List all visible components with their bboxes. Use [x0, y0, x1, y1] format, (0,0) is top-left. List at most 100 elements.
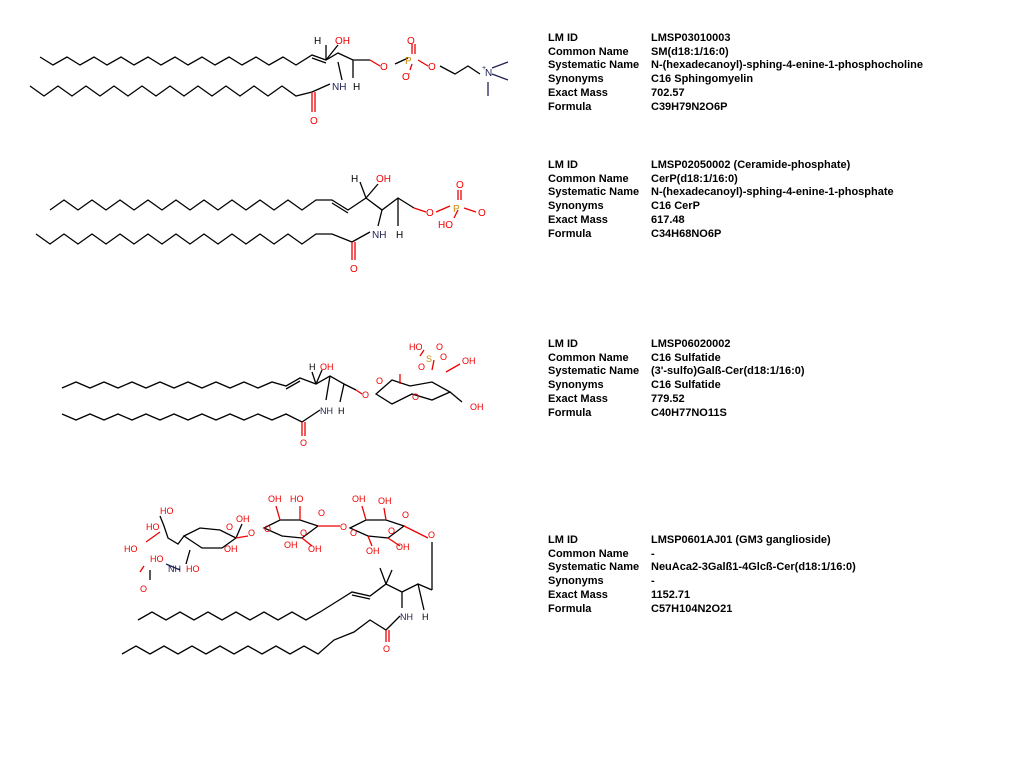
atom-label: O [380, 62, 388, 73]
atom-label: HO [409, 342, 423, 352]
atom-label: O [362, 390, 369, 400]
info-row-formula: Formula C57H104N2O21 [548, 603, 856, 617]
atom-label: - [408, 71, 411, 78]
atom-label: O [300, 438, 307, 448]
info-key: Synonyms [548, 379, 604, 392]
info-row-common-name: Common Name SM(d18:1/16:0) [548, 46, 923, 60]
info-value: - [651, 547, 655, 560]
atom-label: H [338, 406, 345, 416]
atom-label: OH [236, 514, 250, 524]
info-key: Synonyms [548, 575, 604, 588]
atom-label: HO [150, 554, 164, 564]
atom-label: O [428, 530, 435, 540]
atom-label: O [388, 526, 395, 536]
atom-label: H [351, 174, 358, 185]
atom-label: OH [366, 546, 380, 556]
info-value: C16 Sulfatide [651, 379, 721, 392]
atom-label: + [482, 65, 486, 72]
atom-label: O [226, 522, 233, 532]
info-key: Formula [548, 602, 592, 615]
info-key: Common Name [548, 351, 629, 364]
info-value: 779.52 [651, 392, 685, 405]
info-row-systematic-name: Systematic Name(3'-sulfo)Galß-Cer(d18:1/… [548, 365, 805, 379]
info-value: C57H104N2O21 [651, 602, 733, 615]
info-key: Synonyms [548, 73, 604, 86]
atom-label: HO [146, 522, 160, 532]
atom-label: O [440, 352, 447, 362]
atom-label: OH [376, 174, 391, 185]
info-row-synonyms: Synonyms- [548, 575, 856, 589]
info-key: Exact Mass [548, 213, 608, 226]
atom-label: HO [160, 506, 174, 516]
atom-label: H [353, 82, 360, 93]
atom-label: O [428, 62, 436, 73]
info-value: C34H68NO6P [651, 227, 722, 240]
structure-gm3: HO HO HO HO NH O HO OH O OH O OH HO OH O… [121, 494, 435, 655]
atom-label: OH [378, 496, 392, 506]
atom-label: O [350, 264, 358, 275]
info-value: (3'-sulfo)Galß-Cer(d18:1/16:0) [651, 365, 805, 378]
info-value: N-(hexadecanoyl)-sphing-4-enine-1-phosph… [651, 186, 894, 199]
info-key: Formula [548, 406, 592, 419]
atom-label: NH [332, 82, 346, 93]
atom-label: OH [284, 540, 298, 550]
info-row-lm-id: LM ID LMSP06020002 [548, 338, 805, 352]
atom-label: P [405, 56, 412, 67]
atom-label: O [426, 208, 434, 219]
atom-label: OH [462, 356, 476, 366]
info-value: 1152.71 [651, 588, 691, 601]
info-value: 702.57 [651, 86, 685, 99]
info-row-synonyms: Synonyms C16 Sulfatide [548, 379, 805, 393]
atom-label: H [314, 36, 321, 47]
info-key: LM ID [548, 534, 578, 546]
atom-label: HO [124, 544, 138, 554]
atom-label: NH [400, 612, 413, 622]
atom-label: O [436, 342, 443, 352]
atom-label: O [402, 510, 409, 520]
atom-label: N [485, 68, 492, 79]
structure-sm: H OH O P O O O N NH H O + - [29, 36, 509, 127]
info-key: Systematic Name [548, 186, 640, 199]
structure-cerp: H OH O P O O HO NH H O [35, 174, 486, 275]
info-key: Common Name [548, 45, 629, 58]
lipid-entry-4: HO HO HO HO NH O HO OH O OH O OH HO OH O… [0, 480, 1024, 768]
info-value: C16 CerP [651, 200, 700, 213]
atom-label: OH [268, 494, 282, 504]
info-key: LM ID [548, 338, 578, 350]
info-key: Common Name [548, 547, 629, 560]
atom-label: OH [470, 402, 484, 412]
lipid-entry-3: H OH HO O S O O OH O O O OH NH H O LM ID… [0, 320, 1024, 480]
atom-label: O [310, 116, 318, 127]
info-value: LMSP06020002 [651, 338, 731, 350]
atom-label: O [350, 528, 357, 538]
atom-label: O [318, 508, 325, 518]
info-key: LM ID [548, 32, 578, 44]
info-value: SM(d18:1/16:0) [651, 45, 729, 58]
atom-label: HO [290, 494, 304, 504]
info-value: C40H77NO11S [651, 406, 727, 419]
info-key: Common Name [548, 172, 629, 185]
info-value: C39H79N2O6P [651, 100, 728, 113]
atom-label: O [376, 376, 383, 386]
atom-label: H [309, 362, 316, 372]
info-row-formula: Formula C39H79N2O6P [548, 101, 923, 115]
info-key: Synonyms [548, 200, 604, 213]
atom-label: H [422, 612, 429, 622]
info-value: N-(hexadecanoyl)-sphing-4-enine-1-phosph… [651, 59, 923, 72]
atom-label: P [453, 204, 460, 215]
info-key: Formula [548, 100, 592, 113]
atom-label: NH [372, 230, 386, 241]
